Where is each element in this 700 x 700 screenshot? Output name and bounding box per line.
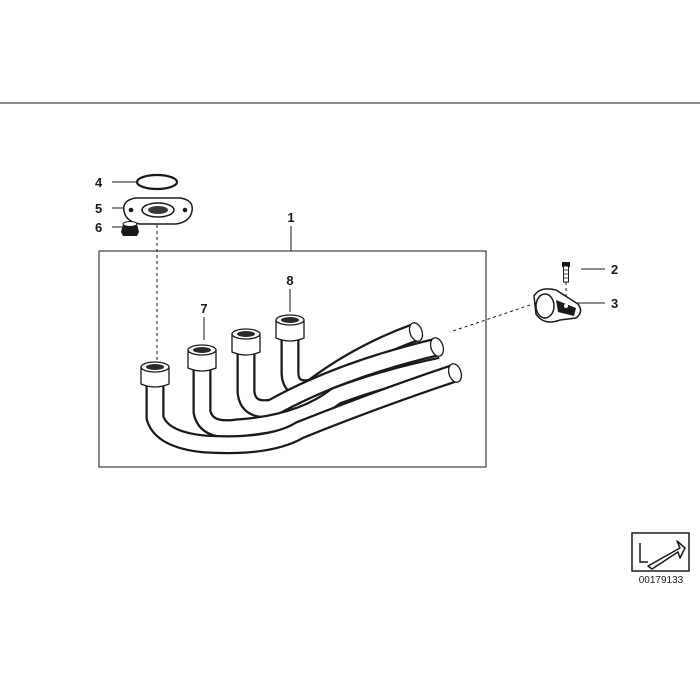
callout-8: 8 bbox=[286, 273, 293, 288]
pipe-sleeve bbox=[140, 361, 170, 388]
flange-gasket bbox=[123, 197, 193, 225]
callout-1: 1 bbox=[287, 210, 294, 225]
o-ring bbox=[135, 173, 179, 191]
pipe-sleeve bbox=[187, 344, 217, 372]
callout-3: 3 bbox=[611, 296, 618, 311]
clamp-alignment-line bbox=[449, 304, 531, 333]
diagonal-arrow-icon bbox=[639, 540, 686, 570]
callout-6: 6 bbox=[95, 220, 102, 235]
callout-2: 2 bbox=[611, 262, 618, 277]
reference-badge: 00179133 bbox=[631, 532, 690, 586]
hex-nut bbox=[121, 221, 139, 236]
assembly-frame bbox=[98, 250, 487, 468]
exhaust-manifold bbox=[140, 314, 463, 455]
callout-4: 4 bbox=[95, 175, 103, 190]
pipe-sleeve bbox=[231, 328, 261, 356]
callout-7: 7 bbox=[200, 301, 207, 316]
pipe-clamp bbox=[533, 288, 582, 323]
pipe-sleeve bbox=[275, 314, 305, 342]
callout-5: 5 bbox=[95, 201, 102, 216]
bolt bbox=[562, 262, 570, 283]
reference-number: 00179133 bbox=[639, 575, 684, 586]
